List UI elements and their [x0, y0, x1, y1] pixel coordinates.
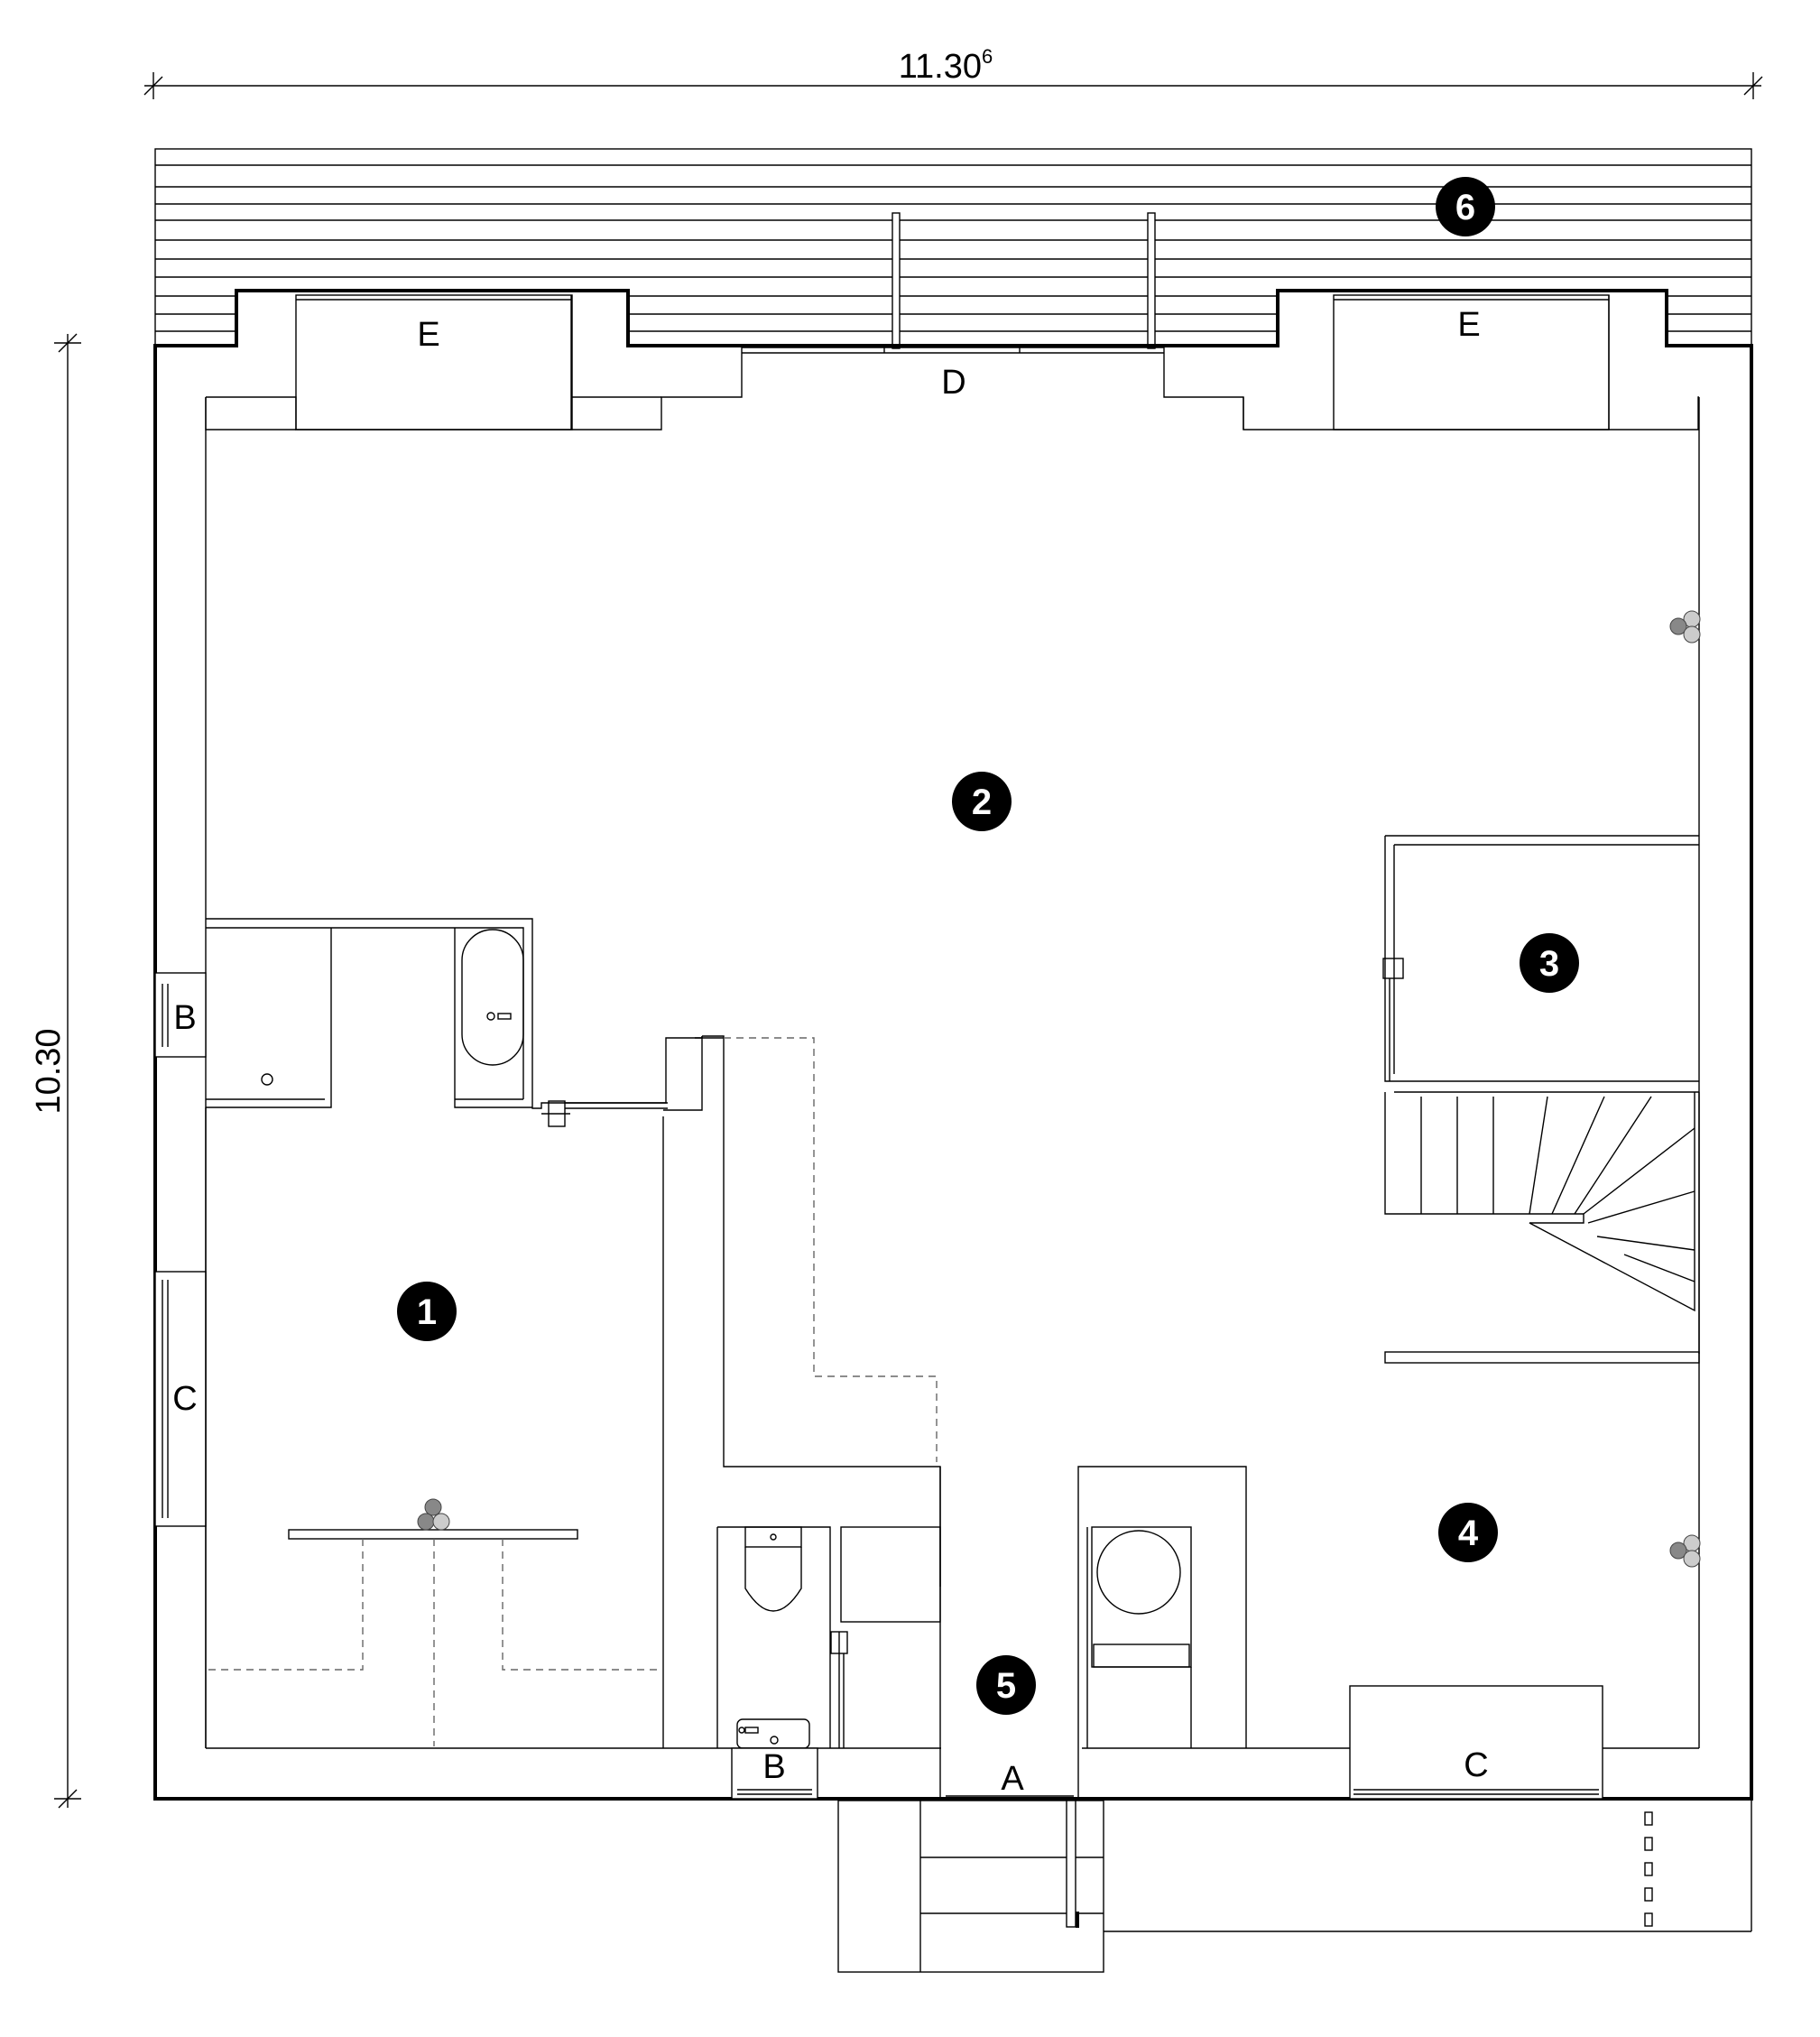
label-c-left: C: [172, 1380, 197, 1418]
bathroom-block: [206, 918, 703, 1127]
dimension-horizontal: 11.306: [143, 45, 1763, 99]
light-fixture-4: [1669, 1534, 1701, 1568]
dimension-height-label: 10.30: [30, 1028, 68, 1114]
room-marker-5: 5: [976, 1655, 1036, 1715]
window-b-bottom: B: [731, 1747, 818, 1800]
laundry-block: [1077, 1466, 1247, 1748]
window-e-right: E: [1333, 294, 1610, 431]
room-number-5: 5: [996, 1666, 1016, 1706]
label-d: D: [941, 364, 965, 402]
room-number-2: 2: [972, 782, 992, 822]
label-c-bottom: C: [1464, 1746, 1488, 1784]
window-c-left: C: [154, 1271, 207, 1527]
kitchen-block: [695, 1037, 941, 1748]
wc-block: [716, 1526, 941, 1749]
room-number-4: 4: [1458, 1514, 1479, 1553]
storage-and-stairs: [1382, 835, 1700, 1364]
window-b-left: B: [154, 972, 207, 1058]
label-e-right: E: [1457, 306, 1480, 344]
dimension-width-label: 11.306: [899, 45, 993, 86]
window-e-left: E: [295, 294, 661, 431]
room-number-1: 1: [417, 1292, 437, 1332]
room-marker-4: 4: [1438, 1503, 1498, 1562]
label-e-left: E: [417, 316, 439, 354]
room-number-3: 3: [1539, 944, 1559, 984]
light-fixture-2: [1669, 610, 1701, 644]
room-marker-1: 1: [397, 1282, 457, 1341]
label-a: A: [1001, 1760, 1024, 1798]
entrance-a: A: [837, 1748, 1752, 1973]
label-b-bottom: B: [762, 1748, 785, 1786]
bedroom-walls: [205, 1035, 725, 1748]
door-d: D: [742, 347, 1164, 402]
outer-wall: [153, 289, 1753, 1801]
room-marker-2: 2: [952, 772, 1012, 831]
room-marker-3: 3: [1520, 933, 1579, 993]
label-b-left: B: [173, 999, 196, 1037]
room-marker-6: 6: [1436, 177, 1495, 236]
window-c-bottom: C: [1349, 1685, 1603, 1800]
room-number-6: 6: [1455, 188, 1475, 227]
dimension-vertical: 10.30: [30, 333, 81, 1809]
